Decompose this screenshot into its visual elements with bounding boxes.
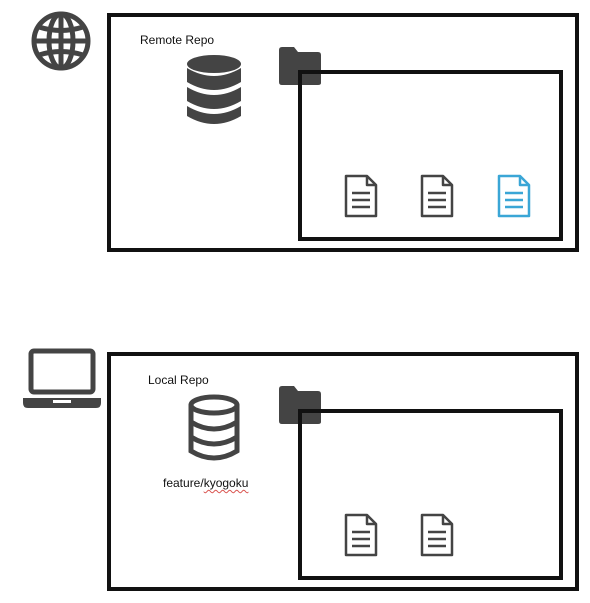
local-folder-box: [298, 409, 563, 580]
laptop-icon: [22, 348, 102, 410]
file-icon: [419, 512, 455, 558]
branch-name: feature/kyogoku: [163, 476, 248, 490]
branch-prefix: feature/: [163, 476, 204, 490]
local-repo-label: Local Repo: [148, 373, 209, 387]
file-icon: [343, 173, 379, 219]
folder-icon: [278, 46, 322, 86]
remote-folder-box: [298, 70, 563, 241]
database-icon: [186, 54, 242, 126]
local-repo-box: [107, 352, 579, 591]
file-icon: [343, 512, 379, 558]
remote-repo-label: Remote Repo: [140, 33, 215, 47]
globe-icon: [30, 10, 92, 72]
branch-name-value: kyogoku: [203, 476, 249, 490]
database-outline-icon: [186, 393, 242, 465]
file-icon: [419, 173, 455, 219]
remote-repo-box: [107, 13, 579, 252]
folder-icon: [278, 385, 322, 425]
file-icon-highlighted: [496, 173, 532, 219]
